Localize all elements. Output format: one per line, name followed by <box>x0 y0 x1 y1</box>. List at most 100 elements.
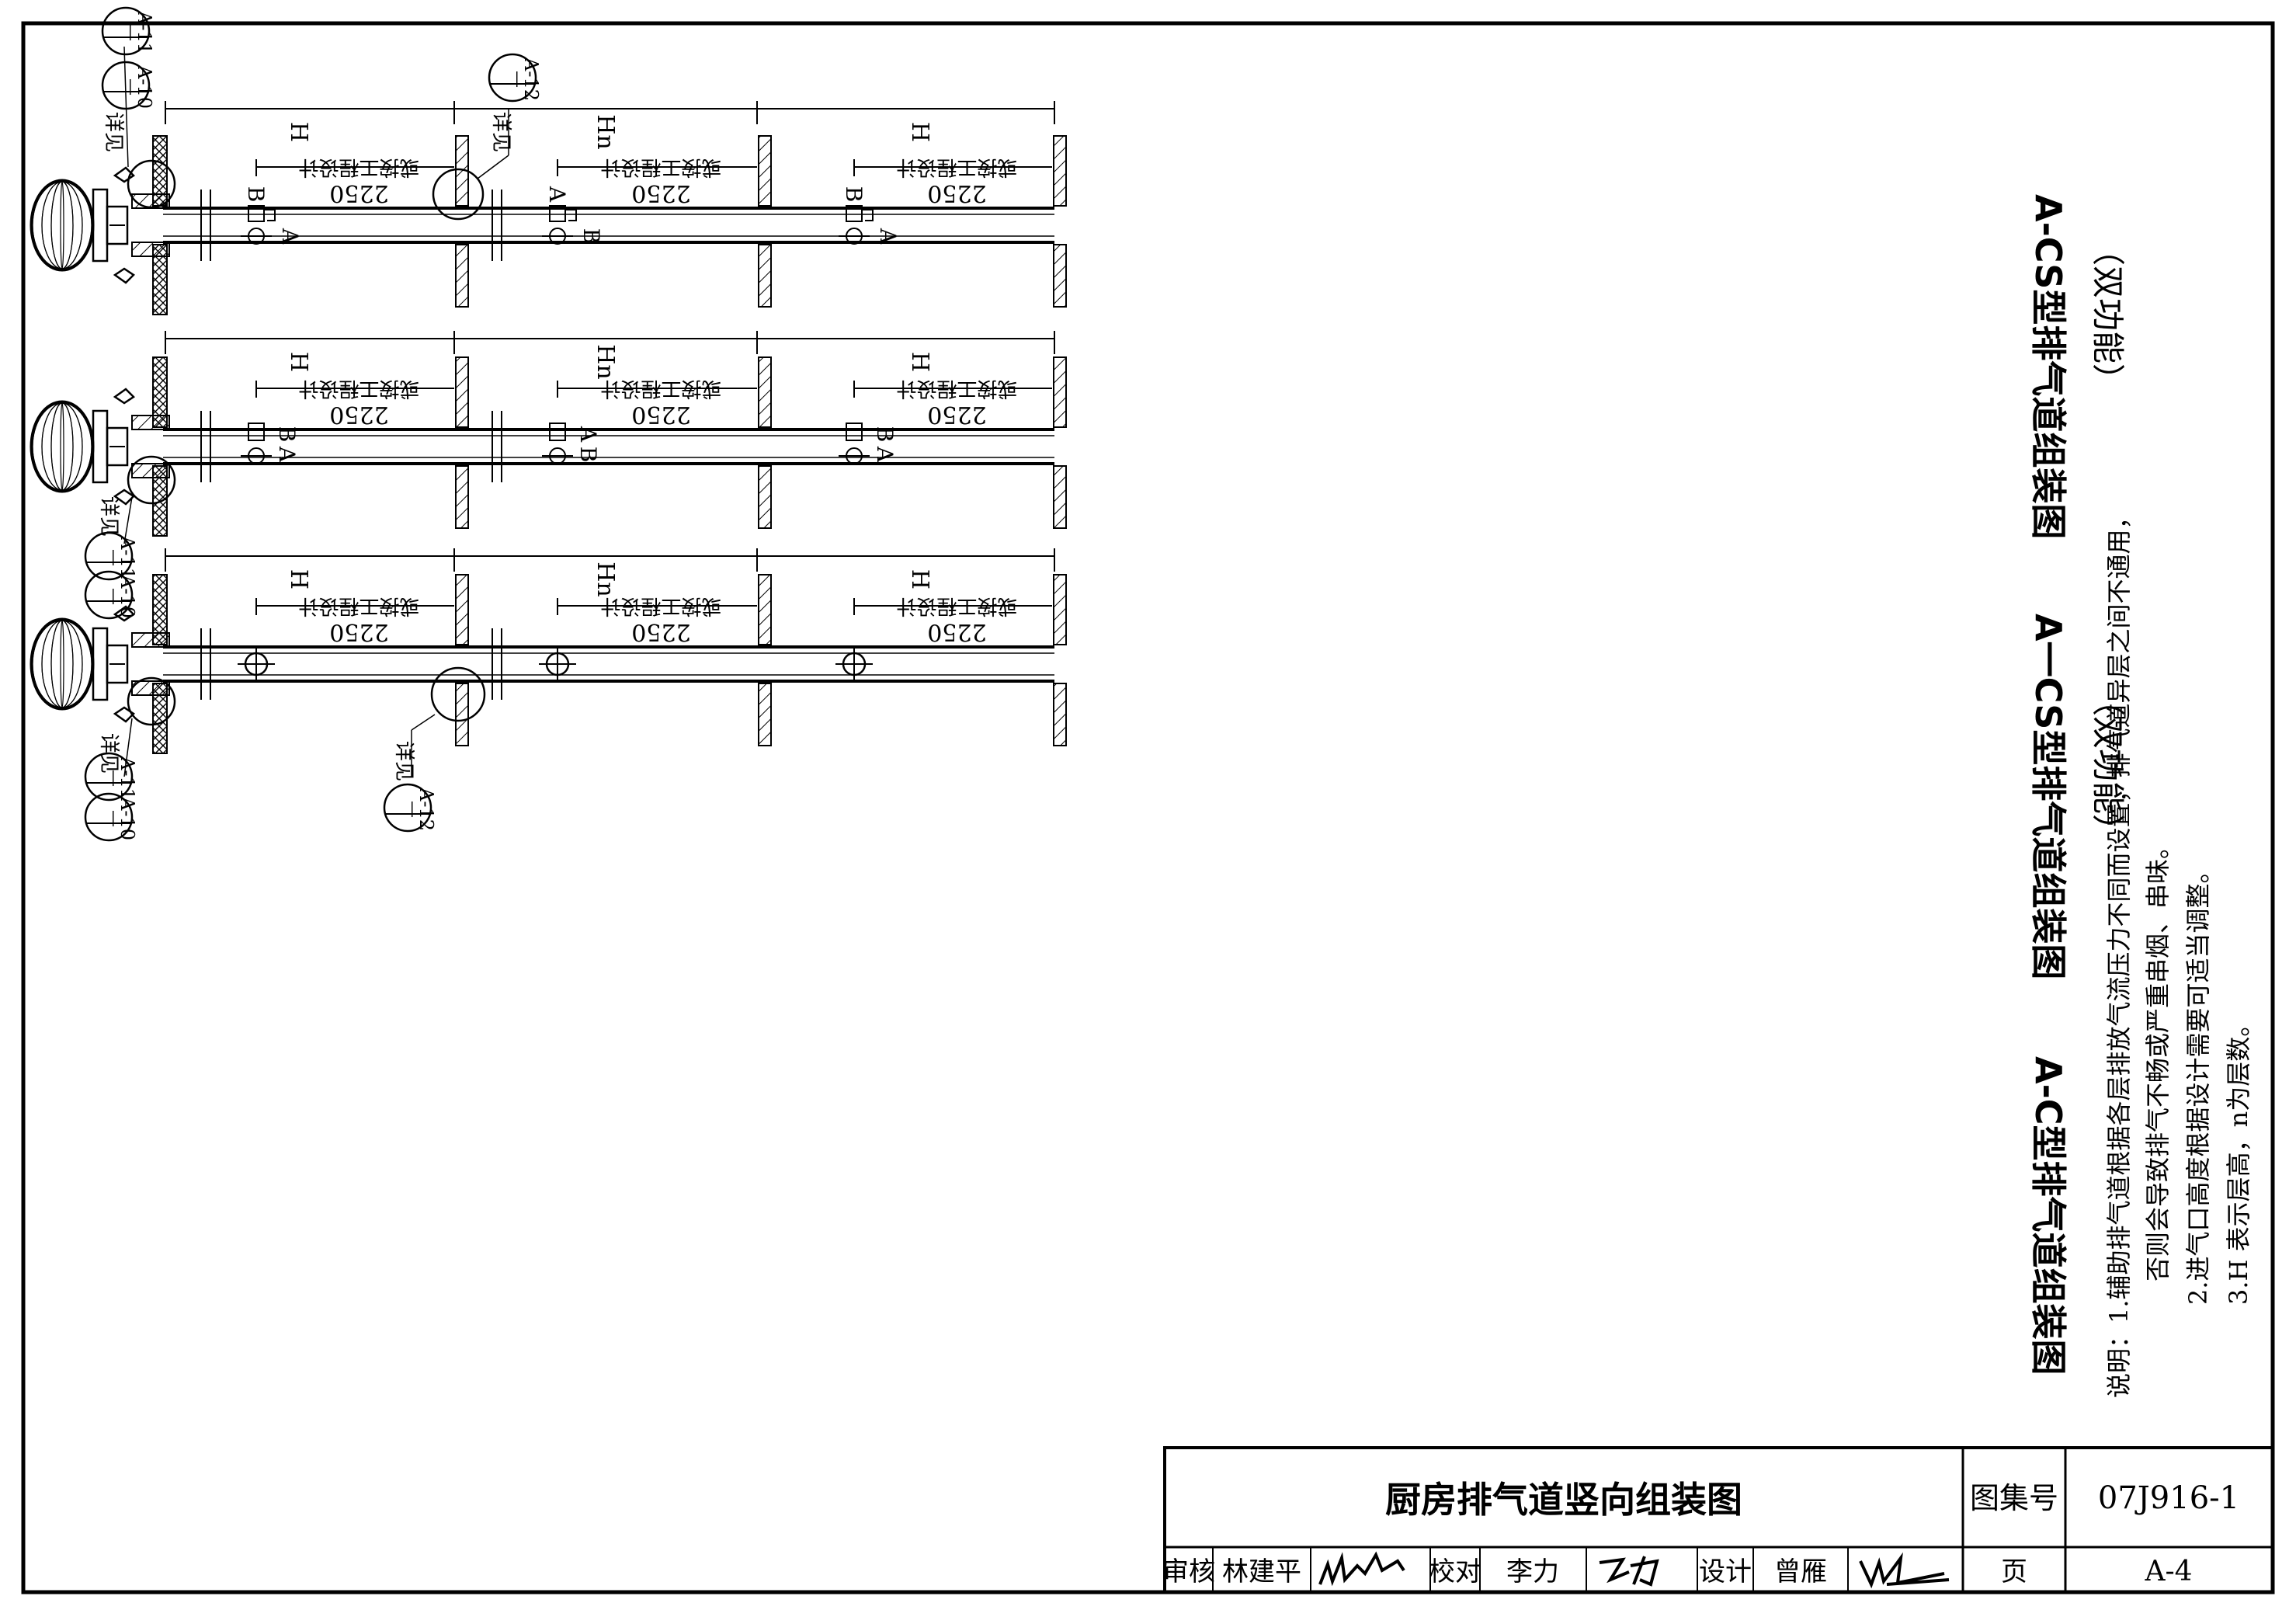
floor-slab <box>758 356 772 428</box>
leader-line <box>123 496 133 544</box>
note-line-3: 2.进气口高度根据设计需要可适当调整。 <box>2183 858 2213 1305</box>
ref-circle <box>101 6 151 56</box>
cap-neck <box>106 205 129 245</box>
floor-slab <box>1053 465 1067 529</box>
dim-note-label: 或按工程设计 <box>896 594 1017 617</box>
review-label: 审核 <box>1162 1556 1215 1587</box>
svg-text:说明：1.辅助排气道根据各层排放气流压力不同而设置，排气道异: 说明：1.辅助排气道根据各层排放气流压力不同而设置，排气道异层之间不通用， <box>2104 504 2134 1398</box>
check-label: 校对 <box>1429 1556 1481 1587</box>
ref-circle <box>101 61 151 110</box>
cap-vane <box>60 402 64 491</box>
ref-label: A-10 <box>116 796 138 840</box>
ref-dash: — <box>121 78 141 96</box>
floor-slab <box>1053 356 1067 428</box>
dim-2250-label: 2250 <box>927 401 986 428</box>
cap-dome <box>30 617 95 711</box>
ref-dash: — <box>104 549 123 566</box>
svg-text:A-CS型排气道组装图: A-CS型排气道组装图 <box>2027 194 2069 539</box>
cap-vane <box>41 181 83 270</box>
ref-label: A-12 <box>520 57 542 101</box>
cap-vane <box>32 402 92 491</box>
page-number: A-4 <box>2144 1556 2192 1587</box>
valve-label-a: A <box>274 446 300 463</box>
cap-collar <box>92 627 109 701</box>
ref-dash: — <box>403 801 422 818</box>
ref-label: A-12 <box>415 787 437 831</box>
dim-label-hn: Hn <box>592 344 619 379</box>
floor-slab <box>455 574 469 645</box>
sheet-border <box>21 21 2275 1594</box>
detail-circle <box>127 676 176 726</box>
ref-circle <box>383 783 432 833</box>
valve-flap <box>862 209 874 221</box>
cap-collar <box>92 188 109 263</box>
detail-ref-bubble: —A-12 <box>488 53 542 103</box>
checker-signature <box>1599 1556 1659 1587</box>
floor-slab <box>455 683 469 746</box>
ref-dash: — <box>104 588 123 605</box>
dim-2250-label: 2250 <box>329 618 388 645</box>
detail-ref-bubble: —A-11 <box>84 752 138 802</box>
detail-see-label: 详见 <box>392 741 415 781</box>
floor-slab <box>455 244 469 308</box>
roof-curb <box>131 463 170 478</box>
dim-label-h: H <box>906 122 933 142</box>
ref-circle <box>84 752 134 802</box>
valve-label-top: B <box>243 186 269 203</box>
valve-label-top: A <box>544 186 570 203</box>
dim-note-label: 或按工程设计 <box>896 377 1017 400</box>
sheet-title: 厨房排气道竖向组装图 <box>1385 1479 1742 1521</box>
designer-name: 曾雁 <box>1774 1556 1827 1587</box>
ref-label: A-11 <box>116 535 138 579</box>
valve-label-a: A <box>872 446 898 463</box>
ref-label: A-11 <box>116 756 138 800</box>
cap-dome <box>30 400 95 493</box>
detail-circle <box>432 168 485 221</box>
valve-label-side: B <box>578 228 604 245</box>
ventilator-cap <box>30 388 135 506</box>
valve-label-b: B <box>872 426 898 443</box>
reviewer-signature <box>1318 1551 1405 1587</box>
ref-dash: — <box>104 770 123 787</box>
cap-vane <box>60 620 64 708</box>
ref-circle <box>84 792 134 842</box>
ref-circle <box>84 531 134 581</box>
ref-label: A-10 <box>116 574 138 618</box>
detail-circle <box>127 159 176 209</box>
row-title-3: A-C型排气道组装图 <box>2027 1056 2069 1375</box>
detail-see-label: 详见 <box>489 112 512 152</box>
valve-body <box>248 205 265 222</box>
dim-2250-label: 2250 <box>927 618 986 645</box>
valve-body <box>549 205 566 222</box>
detail-callouts: 详见—A-10—A-11详见—A-12详见—A-11—A-10详见—A-11—A… <box>84 6 542 842</box>
detail-circle <box>127 455 176 505</box>
ref-circle <box>488 53 537 103</box>
valve-label-a: B <box>575 447 601 463</box>
floor-slab <box>1053 135 1067 207</box>
svg-text:（双功能）: （双功能） <box>2089 233 2127 396</box>
floor-slab <box>758 465 772 529</box>
detail-see-label: 详见 <box>97 496 120 537</box>
row-subtitle-2: （双功能） <box>2089 683 2127 847</box>
valve-flap <box>264 209 276 221</box>
ventilator-cap <box>30 605 135 723</box>
ref-circle <box>84 570 134 620</box>
cap-vane <box>32 181 92 270</box>
svg-text:2.进气口高度根据设计需要可适当调整。: 2.进气口高度根据设计需要可适当调整。 <box>2183 858 2213 1305</box>
dim-2250-label: 2250 <box>631 618 690 645</box>
detail-ref-bubble: —A-10 <box>84 792 138 842</box>
cap-dome <box>30 179 95 272</box>
roof-curb <box>131 415 170 430</box>
floor-slab <box>758 244 772 308</box>
dim-2250-label: 2250 <box>631 401 690 428</box>
valve-body <box>846 205 863 222</box>
dim-note-label: 或按工程设计 <box>298 377 419 400</box>
floor-slab <box>758 574 772 645</box>
cap-flashing <box>113 605 135 723</box>
